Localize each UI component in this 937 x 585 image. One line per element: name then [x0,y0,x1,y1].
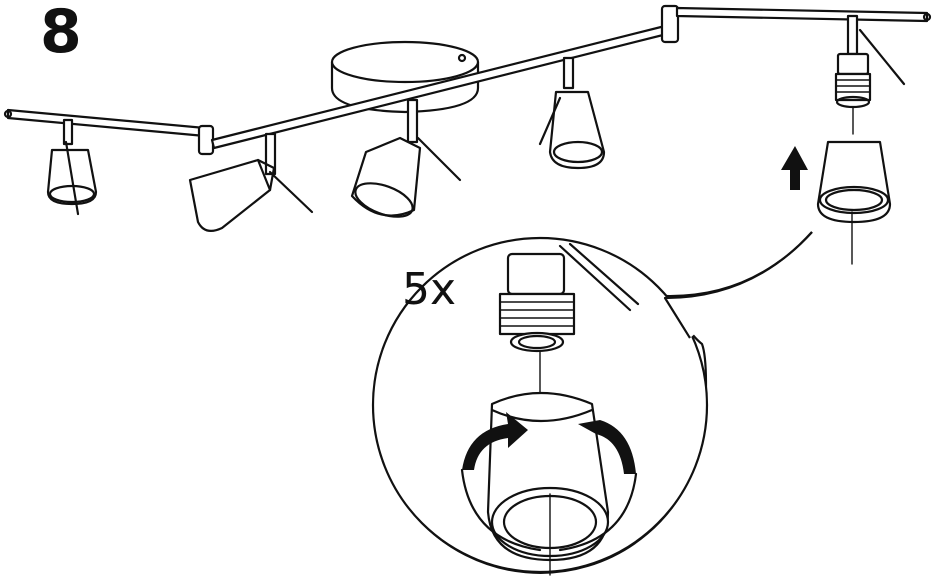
detail-callout [371,231,813,574]
quantity-label: 5x [402,264,457,315]
light-rail [3,4,932,156]
spotlight [188,132,314,233]
spotlight [538,56,606,170]
rotate-arrow-icon [460,412,638,552]
detail-socket [498,242,640,393]
ceiling-canopy [330,40,480,114]
spotlight [46,118,98,216]
step-number: 8 [40,0,82,67]
detail-shade [486,391,610,576]
arrow-up-icon [781,146,808,190]
spotlight [350,98,462,218]
spotlight-disassembled [816,14,906,265]
